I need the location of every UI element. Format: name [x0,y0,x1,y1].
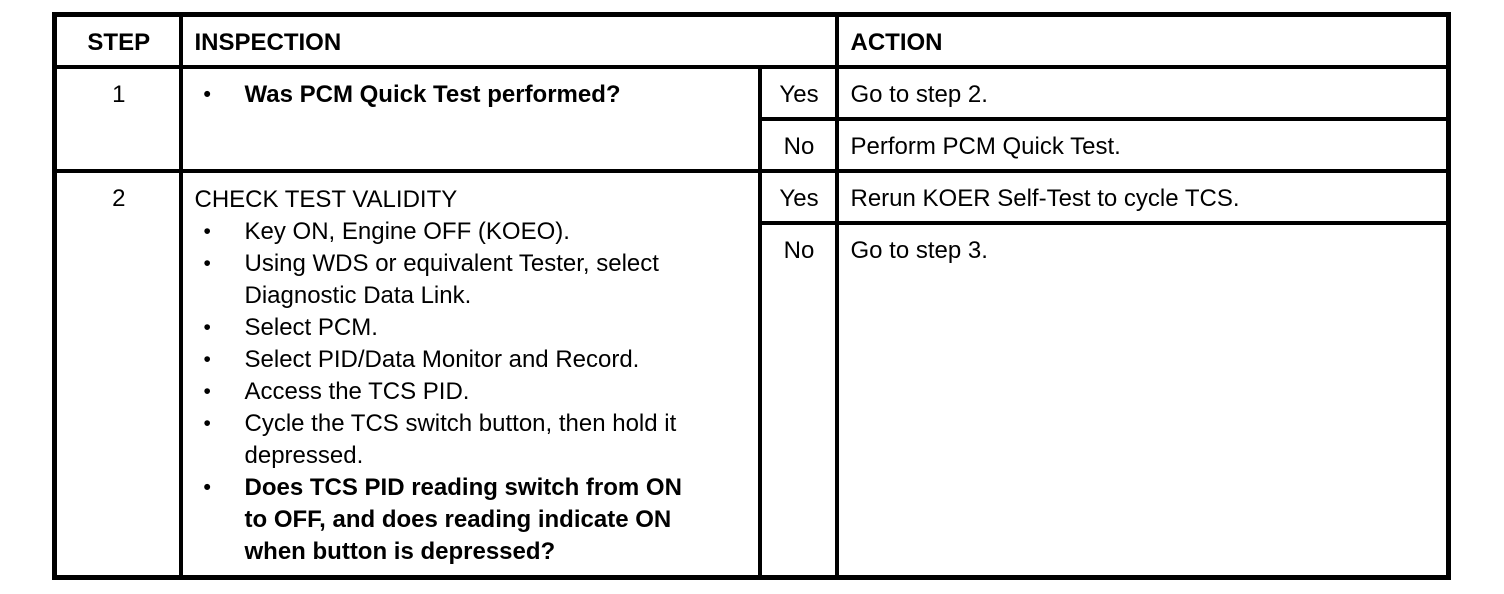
answer-cell: No [757,221,839,579]
inspection-bullet: • Does TCS PID reading switch from ON to… [195,472,748,568]
inspection-step-text: Key ON, Engine OFF (KOEO). [244,218,570,245]
bullet-icon: • [203,380,211,403]
answer-cell: Yes [757,65,839,121]
diagnostic-pinpoint-table: STEP INSPECTION ACTION 1 • Was PCM Quick… [52,12,1451,580]
answer-cell: Yes [757,169,839,225]
inspection-bullet: • Access the TCS PID. [195,376,748,408]
inspection-cell: • Was PCM Quick Test performed? [178,65,762,173]
inspection-bullet: • Using WDS or equivalent Tester, select… [195,248,748,312]
inspection-step-text: Select PID/Data Monitor and Record. [244,346,640,373]
bullet-icon: • [203,348,211,371]
action-cell: Rerun KOER Self-Test to cycle TCS. [834,169,1451,225]
bullet-icon: • [203,252,211,275]
inspection-bullet: • Was PCM Quick Test performed? [195,79,748,111]
inspection-question: Does TCS PID reading switch from ON to O… [244,474,682,565]
bullet-icon: • [203,316,211,339]
inspection-bullet: • Select PCM. [195,312,748,344]
table-row-step2-yes: 2 CHECK TEST VALIDITY • Key ON, Engine O… [52,169,1451,579]
inspection-bullet: • Key ON, Engine OFF (KOEO). [195,216,748,248]
inspection-step-text: Select PCM. [244,314,378,341]
inspection-bullet: • Cycle the TCS switch button, then hold… [195,408,748,472]
bullet-icon: • [203,220,211,243]
inspection-bullet: • Select PID/Data Monitor and Record. [195,344,748,376]
action-cell: Go to step 2. [834,65,1451,121]
bullet-icon: • [203,412,211,435]
step-number: 1 [52,65,183,173]
inspection-step-text: Using WDS or equivalent Tester, select D… [244,250,659,309]
table-row-step2-no: No Go to step 3. [55,221,1451,579]
inspection-question: Was PCM Quick Test performed? [244,81,621,108]
table-row-step1-no: No Perform PCM Quick Test. [55,117,1451,173]
header-step: STEP [52,12,183,69]
inspection-cell: CHECK TEST VALIDITY • Key ON, Engine OFF… [178,169,762,579]
table-header-row: STEP INSPECTION ACTION [52,12,1451,69]
inspection-step-text: Access the TCS PID. [244,378,470,405]
step-number: 2 [52,169,183,579]
header-action: ACTION [834,12,1451,69]
bullet-icon: • [203,476,211,499]
inspection-title: CHECK TEST VALIDITY [194,186,458,213]
table-row-step1-yes: 1 • Was PCM Quick Test performed? Yes Go… [52,65,1451,173]
bullet-icon: • [203,83,211,106]
action-cell: Perform PCM Quick Test. [834,117,1451,173]
header-inspection: INSPECTION [178,12,839,69]
answer-cell: No [757,117,839,173]
action-cell: Go to step 3. [834,221,1451,579]
inspection-step-text: Cycle the TCS switch button, then hold i… [244,410,677,469]
